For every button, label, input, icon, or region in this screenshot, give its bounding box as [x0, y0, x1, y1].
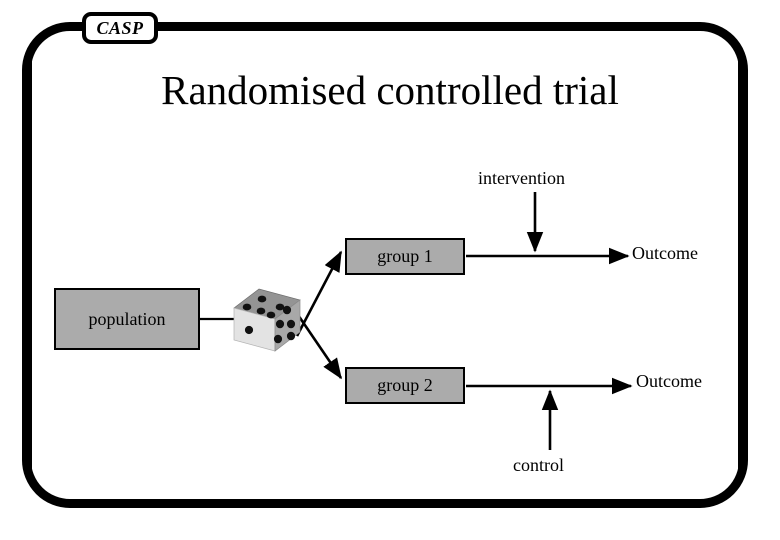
node-group-1-label: group 1 — [377, 246, 433, 266]
page-title: Randomised controlled trial — [161, 67, 619, 113]
dice-pips-left — [244, 325, 254, 335]
node-group-2[interactable]: group 2 — [345, 367, 465, 404]
node-group-1[interactable]: group 1 — [345, 238, 465, 275]
label-outcome-2: Outcome — [636, 371, 702, 391]
node-population[interactable]: population — [54, 288, 200, 350]
casp-logo-text: CASP — [96, 18, 144, 38]
node-group-2-label: group 2 — [377, 375, 433, 395]
dice-pips-right — [273, 305, 296, 344]
dice-pips-top — [242, 295, 285, 319]
slide-frame-outer — [22, 22, 748, 508]
casp-logo-badge: CASP — [82, 12, 158, 44]
dice-icon — [233, 288, 301, 352]
slide-frame-inner-rule — [30, 60, 740, 472]
label-outcome-1: Outcome — [632, 243, 698, 263]
label-intervention: intervention — [478, 168, 565, 188]
label-control: control — [513, 455, 564, 475]
node-population-label: population — [88, 308, 166, 329]
